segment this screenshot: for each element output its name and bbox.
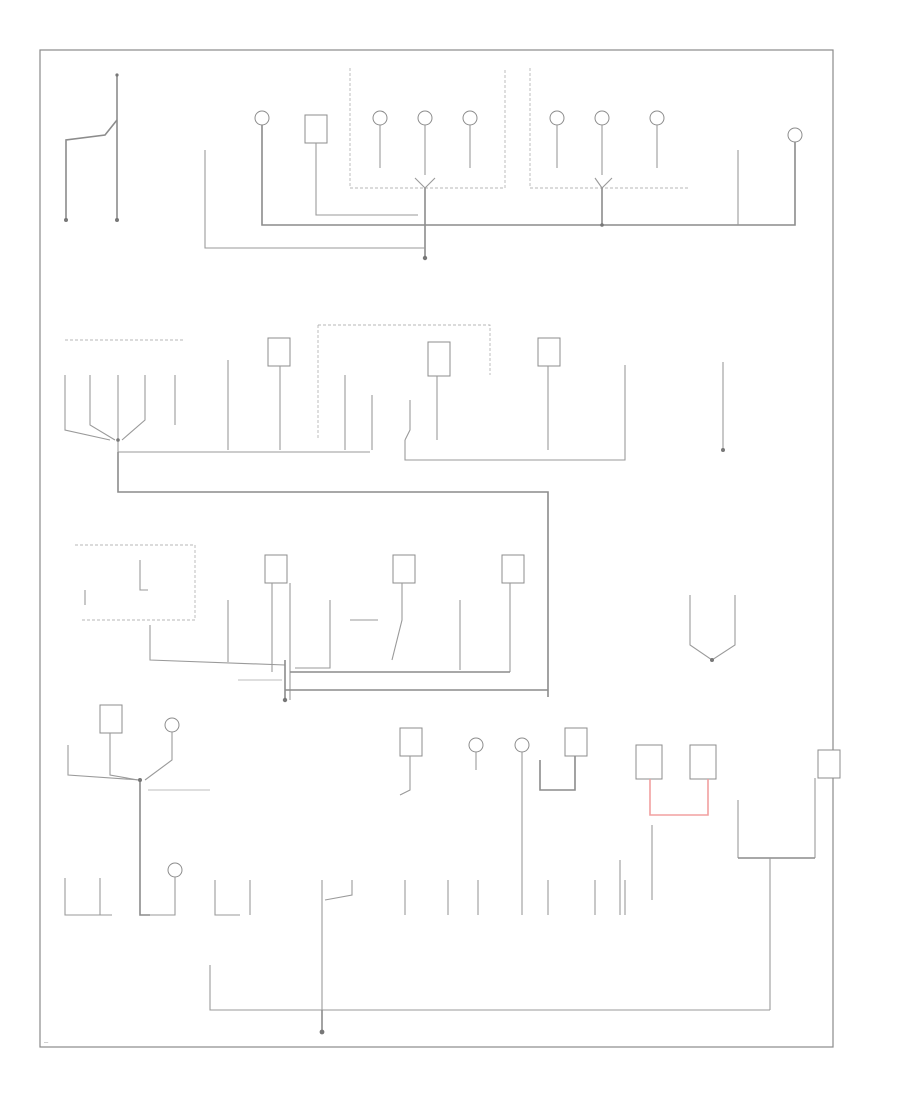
lamp-center-2-icon (514, 737, 530, 753)
ground-point-g108 (138, 778, 142, 782)
section-powertrain-grounds (64, 324, 725, 697)
wire-horn-relay (315, 143, 418, 216)
wire-pcm-2 (89, 375, 116, 441)
wire-right-front-bus (425, 142, 796, 226)
ground-point-g102 (422, 255, 428, 261)
wire-ebcm-pair (689, 595, 736, 661)
blower-motor-box (264, 554, 288, 584)
left-turn-lamp-icon (254, 110, 270, 126)
module-center-box-1 (399, 727, 423, 757)
wire-lower-1 (64, 878, 112, 916)
right-turn-lamp-icon (787, 127, 803, 143)
figure-code: — (44, 1040, 49, 1045)
wire-lower-4 (214, 880, 240, 916)
instrument-cluster-outline (75, 544, 196, 621)
radio-box (392, 554, 416, 584)
wire-lower-6 (324, 880, 353, 901)
section-instrument-grounds (75, 544, 736, 703)
wire-fuse-3 (404, 400, 411, 441)
sensor-module-box (267, 337, 291, 367)
wire-body-3 (144, 732, 173, 781)
ground-point-g104 (721, 448, 725, 452)
splice-left-headlamp (414, 177, 436, 189)
lamp-lower-left-icon (167, 862, 183, 878)
wire-body-2 (109, 733, 139, 781)
right-park-lamp-icon (649, 110, 665, 126)
ground-point-g100 (64, 218, 68, 222)
wire-body-trunk (139, 780, 150, 916)
wire-washer-pump (204, 150, 425, 249)
ground-point-g106 (282, 697, 288, 703)
battery-terminal (115, 73, 119, 77)
lamp-left-icon (164, 717, 180, 733)
speaker-right-box (501, 554, 525, 584)
fuse-block-outline (318, 324, 491, 375)
diagram-frame (39, 49, 834, 1048)
wire-lamp-return (404, 365, 626, 461)
left-headlamp-low-icon (372, 110, 388, 126)
wire-pcm-1 (64, 375, 111, 441)
wire-left-turn (261, 125, 425, 226)
wire-radio (391, 583, 403, 661)
wire-body-1 (67, 745, 141, 781)
ground-point-g107 (710, 658, 714, 662)
section-lower-grounds (64, 862, 770, 1035)
instrument-cluster-lamp (139, 560, 148, 591)
left-headlamp-assembly-outline (349, 68, 506, 189)
rear-lamp-left-box (635, 744, 663, 780)
module-far-right-box (817, 749, 841, 779)
splice-right-headlamp (594, 177, 613, 189)
ground-point-g109 (319, 1029, 325, 1035)
wire-cluster-ground (149, 625, 286, 666)
bus-main-trunk (117, 452, 549, 697)
right-headlamp-assembly-outline (529, 68, 690, 189)
wire-center-1 (399, 756, 411, 796)
left-headlamp-high-icon (417, 110, 433, 126)
section-top-ground-circuits (64, 68, 803, 261)
module-left-box-1 (99, 704, 123, 734)
right-headlamp-low-icon (549, 110, 565, 126)
left-park-lamp-icon (462, 110, 478, 126)
bus-left-g103 (117, 440, 370, 453)
bus-bottom-return (209, 965, 770, 1011)
rear-lamp-right-box (689, 744, 717, 780)
wire-door-switch (295, 600, 331, 669)
wire-rear-lamps-highlight (649, 779, 709, 816)
splice-s105 (116, 438, 120, 442)
horn-relay-box (304, 114, 328, 144)
wire-center-4 (539, 756, 576, 791)
ground-point-g101 (115, 218, 119, 222)
right-headlamp-high-icon (594, 110, 610, 126)
splice-s103 (600, 223, 604, 227)
fuse-block-relay (427, 341, 451, 377)
battery-ground-branch (65, 119, 118, 220)
module-right-box (537, 337, 561, 367)
wire-lower-3 (150, 877, 176, 916)
lamp-center-1-icon (468, 737, 484, 753)
section-body-grounds (67, 704, 841, 1010)
module-center-box-2 (564, 727, 588, 757)
wire-pcm-4 (121, 375, 146, 441)
